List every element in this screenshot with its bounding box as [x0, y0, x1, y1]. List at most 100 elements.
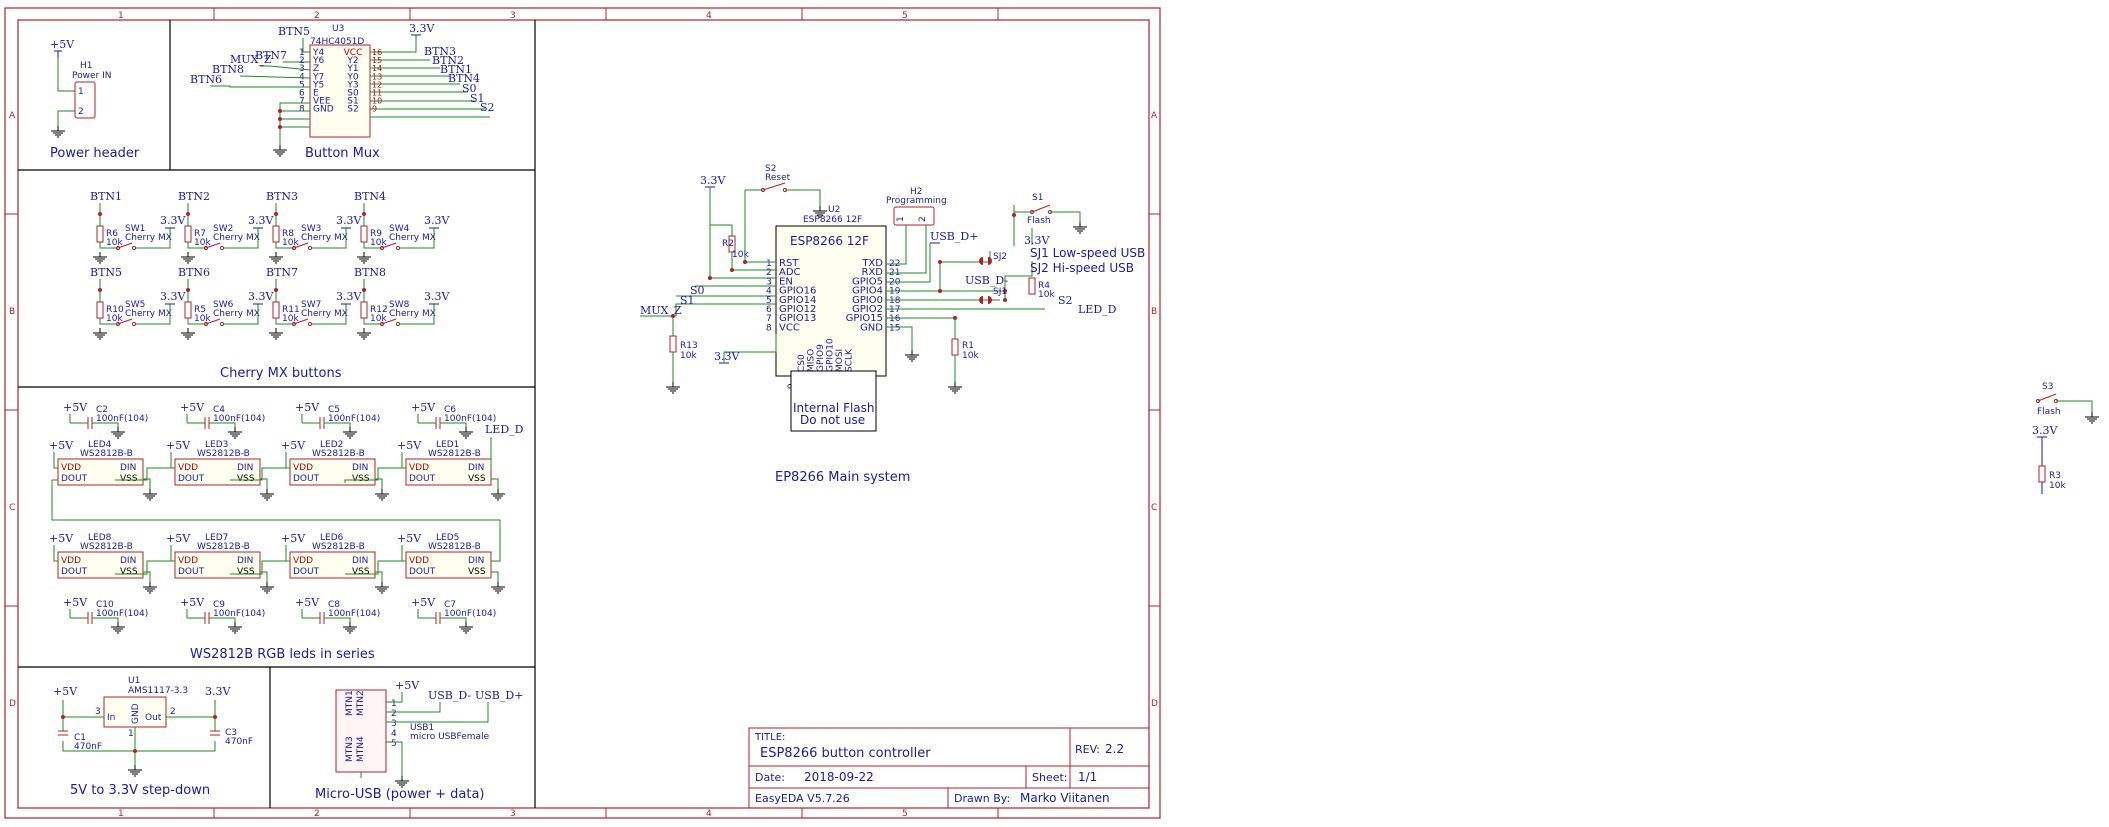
cap-supply: +5V [180, 401, 205, 414]
net-usb-dm: USB_D- [428, 689, 471, 702]
led-pin-dout: DOUT [293, 567, 320, 577]
wire [143, 478, 151, 489]
led-ref: LED2 [320, 440, 343, 450]
wire [400, 228, 435, 249]
ground-symbol [458, 426, 474, 439]
leds-caption: WS2812B RGB leds in series [190, 647, 375, 662]
u3-pin-num: 2 [299, 56, 305, 66]
ground-symbol [110, 621, 126, 634]
wire [224, 228, 259, 249]
wire [363, 242, 382, 249]
led-ref: LED4 [88, 440, 112, 450]
date-value: 2018-09-22 [804, 770, 874, 784]
cherry-caption: Cherry MX buttons [220, 366, 342, 381]
ground-symbol [142, 488, 158, 501]
junction [98, 288, 102, 292]
net-btn4: BTN4 [448, 72, 480, 85]
resistor-ref: R5 [194, 305, 206, 315]
cap-value: 100nF(104) [328, 414, 380, 424]
net-3v3: 3.3V [2032, 424, 2058, 437]
data-chain-wire [230, 467, 290, 481]
u2-pin-num: 18 [889, 296, 901, 306]
switch-contact [381, 318, 397, 325]
ground-symbol [259, 488, 275, 501]
col-label: 1 [118, 809, 124, 819]
wire [440, 422, 467, 427]
u2-pin-num: 17 [889, 305, 900, 315]
data-chain-wire [345, 560, 406, 575]
resistor-ref: R10 [106, 305, 124, 315]
u1-gnd: GND [131, 703, 141, 724]
data-chain-wire [115, 560, 175, 575]
u3-pin-name: S1 [347, 97, 358, 107]
wire [324, 422, 351, 427]
net-usb-dm: USB_D- [965, 274, 1008, 287]
title-block: TITLE: ESP8266 button controller REV: 2.… [748, 727, 1150, 809]
u2-pin-name: GPIO12 [779, 304, 816, 315]
u2-pin-num: 16 [889, 314, 901, 324]
u2-pin-name: GPIO2 [852, 304, 883, 315]
r4-ref: R4 [1038, 281, 1050, 291]
switch-supply: 3.3V [248, 214, 274, 227]
wire [285, 452, 290, 469]
u3-pin-name: Y5 [312, 80, 324, 90]
u3-pin-num: 14 [372, 64, 382, 73]
led-pin-vss: VSS [120, 567, 138, 577]
r3-ref: R3 [2049, 471, 2061, 481]
usb-caption: Micro-USB (power + data) [315, 787, 485, 802]
ground-symbol [259, 581, 275, 594]
h2-pin1: 1 [896, 216, 906, 222]
sj2-ref: SJ2 [993, 252, 1007, 262]
ground-symbol [458, 621, 474, 634]
switch-model: Cherry MX [389, 309, 436, 319]
u2-pin-name: GPIO0 [852, 295, 883, 306]
u3-pin-name: S0 [347, 89, 359, 99]
drawing-frame: 1 2 3 4 5 1 2 3 4 5 A B C D A B C D [4, 7, 1161, 819]
usb-name: micro USBFemale [410, 732, 490, 742]
led-pin-dout: DOUT [409, 567, 436, 577]
cap-ref: C2 [96, 405, 108, 415]
led-supply: +5V [49, 532, 74, 545]
led-pin-dout: DOUT [61, 474, 88, 484]
net-s2: S2 [1058, 294, 1073, 307]
h1-pin1: 1 [78, 87, 84, 97]
sj-note-1: SJ1 Low-speed USB [1030, 246, 1145, 260]
switch-terminal [219, 245, 225, 251]
u3-pin-name: VEE [313, 97, 331, 107]
wire [375, 478, 383, 489]
u2-pin-num: 3 [766, 277, 772, 287]
c3-val: 470nF [225, 737, 253, 747]
led-supply: +5V [281, 439, 306, 452]
switch-contact [205, 318, 221, 325]
wire [92, 422, 119, 427]
net-s2: S2 [480, 101, 495, 114]
resistor-value: 10k [282, 238, 299, 248]
led-pin-vdd: VDD [293, 556, 313, 566]
wire [275, 318, 294, 325]
led-ref: LED1 [436, 440, 459, 450]
usb-pin5: 5 [391, 739, 397, 749]
wire [275, 242, 294, 249]
resistor-ref: R12 [370, 305, 388, 315]
switch-terminal [219, 321, 225, 327]
ground-symbol [356, 327, 372, 340]
switch-supply: 3.3V [160, 214, 186, 227]
wire [53, 545, 58, 562]
r2-val: 10k [732, 250, 749, 260]
ground-symbol [227, 621, 243, 634]
ground-symbol [374, 581, 390, 594]
wire [143, 571, 151, 582]
switch-model: Cherry MX [301, 233, 348, 243]
c1-ref: C1 [74, 733, 86, 743]
wire [187, 242, 206, 249]
u2-pin-name: TXD [861, 258, 883, 269]
switch-contact [293, 318, 309, 325]
h1-name: Power IN [72, 71, 111, 81]
wire [401, 452, 406, 469]
u2-pin-name: GPIO13 [779, 313, 816, 324]
switch-supply: 3.3V [336, 214, 362, 227]
